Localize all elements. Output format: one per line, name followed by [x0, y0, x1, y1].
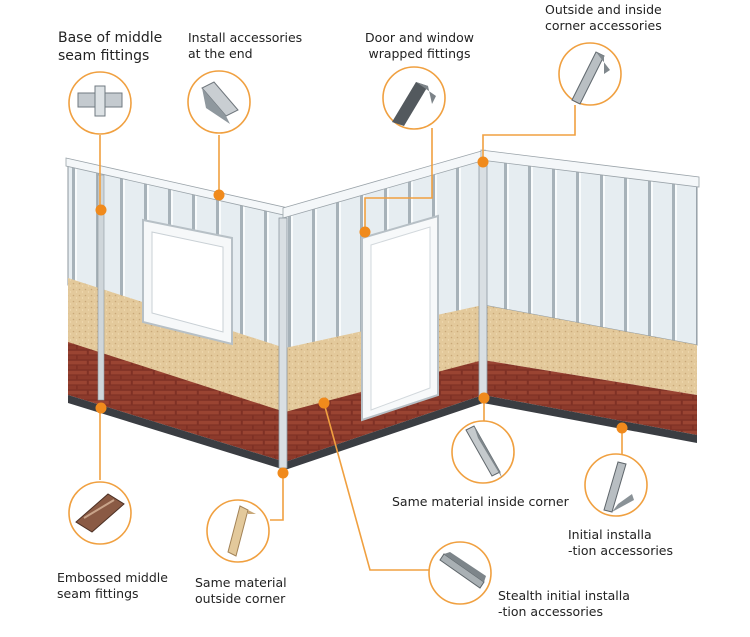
leader-door-window	[364, 128, 433, 232]
dot-outside-inside-corner	[477, 156, 489, 168]
dot-same-outside-corner	[277, 467, 289, 479]
middle-wall	[282, 149, 486, 470]
dot-door-window	[359, 226, 371, 238]
callout-dots	[95, 156, 628, 479]
leader-outside-inside-corner	[482, 105, 576, 162]
left-wall	[65, 157, 289, 470]
thumb-outside-inside-corner	[558, 42, 622, 106]
thumb-initial-installation	[584, 453, 648, 517]
accessory-thumbnails	[68, 42, 648, 605]
dot-embossed-middle-seam	[95, 402, 107, 414]
dot-install-end	[213, 189, 225, 201]
dot-base-middle-seam	[95, 204, 107, 216]
leader-same-outside-corner	[270, 475, 284, 521]
door-frame	[361, 214, 439, 422]
label-embossed-middle-seam: Embossed middle seam fittings	[57, 570, 168, 601]
dot-same-inside-corner	[478, 392, 490, 404]
callout-lines	[99, 105, 623, 571]
thumb-base-middle-seam	[68, 71, 132, 135]
window-frame	[142, 218, 233, 346]
label-same-outside-corner: Same material outside corner	[195, 575, 287, 606]
label-outside-inside-corner: Outside and inside corner accessories	[545, 2, 662, 33]
thumb-stealth-initial	[428, 541, 492, 605]
dot-initial-installation	[616, 422, 628, 434]
thumb-install-end	[187, 70, 251, 134]
label-door-window: Door and window wrapped fittings	[365, 30, 474, 61]
label-base-middle-seam: Base of middle seam fittings	[58, 30, 163, 64]
dot-stealth-initial	[318, 397, 330, 409]
label-same-inside-corner: Same material inside corner	[392, 494, 569, 509]
right-wall	[480, 149, 700, 443]
label-initial-installation: Initial installa -tion accessories	[568, 527, 674, 558]
thumb-embossed-middle-seam	[68, 481, 132, 545]
middle-seam-strip	[97, 174, 105, 401]
label-stealth-initial: Stealth initial installa -tion accessori…	[498, 588, 630, 619]
thumb-same-outside-corner	[206, 499, 270, 563]
outside-corner-post	[278, 217, 288, 469]
thumb-same-inside-corner	[451, 420, 515, 484]
thumb-door-window	[382, 66, 446, 130]
inside-corner-post	[478, 159, 488, 401]
leader-stealth-initial	[323, 402, 430, 571]
label-install-end: Install accessories at the end	[188, 30, 303, 61]
